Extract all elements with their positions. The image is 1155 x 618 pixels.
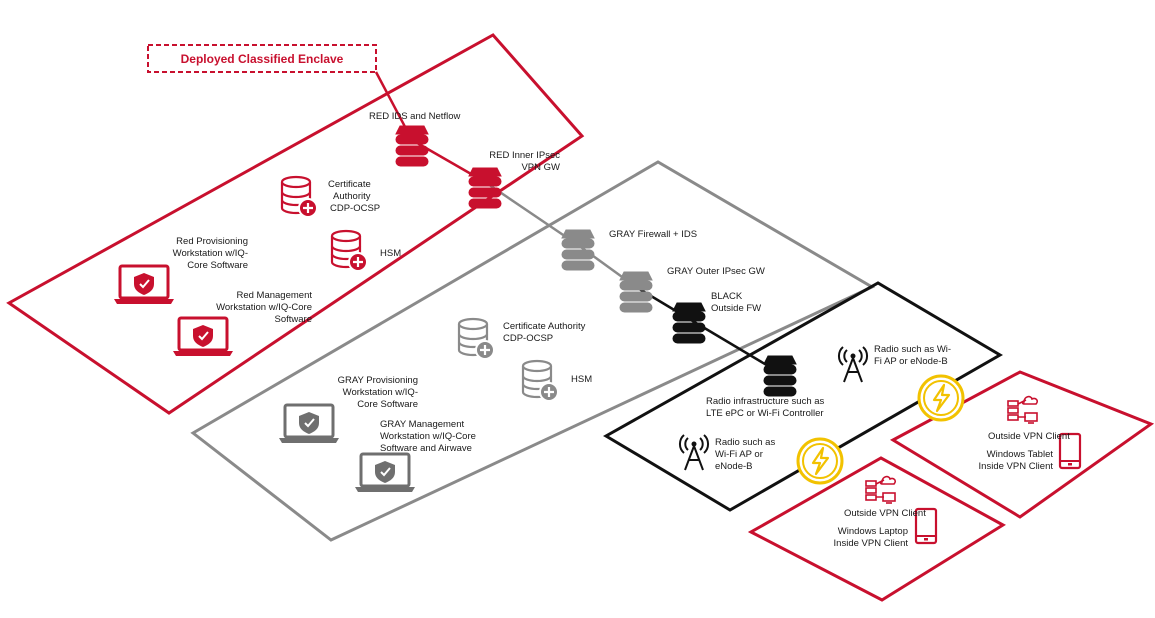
- gray-hsm-label: HSM: [571, 374, 592, 385]
- laptop-inside-label: Inside VPN Client: [834, 538, 909, 549]
- laptop-client-zone: [747, 456, 1006, 602]
- black-fw-label: Outside FW: [711, 303, 761, 314]
- red-hsm-database-plus-icon: [330, 229, 369, 273]
- gray-mgmt-label: GRAY Management: [380, 419, 464, 430]
- enclave-title: Deployed Classified Enclave: [181, 52, 344, 66]
- red-mgmt-label: Workstation w/IQ-Core: [216, 302, 312, 313]
- radio-left-antenna-icon: [678, 434, 710, 471]
- enclave-title-box: Deployed Classified Enclave: [147, 44, 377, 73]
- red-prov-label: Core Software: [187, 260, 248, 271]
- red-ids-label: RED IDS and Netflow: [369, 111, 460, 122]
- red-ca-database-plus-icon: [280, 175, 319, 219]
- radio-infra-label: Radio infrastructure such as: [706, 396, 825, 407]
- gray-ca-database-plus-icon: [457, 317, 496, 361]
- red-vpn-server-icon: [468, 167, 502, 209]
- gray-zone-boundary: [190, 160, 876, 542]
- laptop-wireless-lightning-icon: [796, 437, 844, 485]
- laptop-outside-server-cloud-icon: [865, 475, 897, 504]
- laptop-outside-label: Outside VPN Client: [844, 508, 926, 519]
- radio-infra-label: LTE ePC or Wi-Fi Controller: [706, 408, 824, 419]
- red-prov-laptop-shield-icon: [112, 264, 176, 306]
- gray-hsm-database-plus-icon: [521, 359, 560, 403]
- red-zone-boundary: [6, 33, 585, 415]
- black-fw-server-icon: [672, 302, 706, 344]
- radio-left-label: Radio such as: [715, 437, 775, 448]
- radio-top-label: Radio such as Wi-: [874, 344, 951, 355]
- red-ids-server-icon: [395, 125, 429, 167]
- black-fw-label: BLACK: [711, 291, 743, 302]
- radio-infra-server-icon: [763, 355, 797, 397]
- black-zone-boundary: [603, 281, 1003, 512]
- red-vpn-label: VPN GW: [521, 162, 560, 173]
- gray-ca-label: Certificate Authority: [503, 321, 586, 332]
- radio-left-label: eNode-B: [715, 461, 753, 472]
- gray-mgmt-label: Workstation w/IQ-Core: [380, 431, 476, 442]
- radio-left-label: Wi-Fi AP or: [715, 449, 763, 460]
- red-prov-label: Workstation w/IQ-: [173, 248, 248, 259]
- gray-prov-label: GRAY Provisioning: [338, 375, 418, 386]
- red-ca-label: Certificate: [328, 179, 371, 190]
- red-vpn-label: RED Inner IPsec: [489, 150, 560, 161]
- tablet-client-zone: [889, 370, 1155, 519]
- tablet-outside-server-cloud-icon: [1007, 395, 1039, 424]
- gray-mgmt-label: Software and Airwave: [380, 443, 472, 454]
- gray-prov-label: Core Software: [357, 399, 418, 410]
- gray-prov-laptop-shield-icon: [277, 403, 341, 445]
- gray-vpn-server-icon: [619, 271, 653, 313]
- tablet-inside-label: Windows Tablet: [987, 449, 1054, 460]
- gray-mgmt-laptop-shield-icon: [353, 452, 417, 494]
- tablet-inside-label: Inside VPN Client: [979, 461, 1054, 472]
- gray-prov-label: Workstation w/IQ-: [343, 387, 418, 398]
- tablet-outside-label: Outside VPN Client: [988, 431, 1070, 442]
- laptop-inside-label: Windows Laptop: [838, 526, 908, 537]
- tablet-wireless-lightning-icon: [917, 374, 965, 422]
- red-mgmt-label: Software: [275, 314, 313, 325]
- red-hsm-label: HSM: [380, 248, 401, 259]
- gray-fw-label: GRAY Firewall + IDS: [609, 229, 697, 240]
- red-mgmt-label: Red Management: [236, 290, 312, 301]
- gray-vpn-label: GRAY Outer IPsec GW: [667, 266, 765, 277]
- radio-top-antenna-icon: [837, 346, 869, 383]
- gray-fw-server-icon: [561, 229, 595, 271]
- red-prov-label: Red Provisioning: [176, 236, 248, 247]
- red-ca-label: CDP-OCSP: [330, 203, 380, 214]
- red-mgmt-laptop-shield-icon: [171, 316, 235, 358]
- radio-top-label: Fi AP or eNode-B: [874, 356, 948, 367]
- gray-ca-label: CDP-OCSP: [503, 333, 553, 344]
- red-ca-label: Authority: [333, 191, 371, 202]
